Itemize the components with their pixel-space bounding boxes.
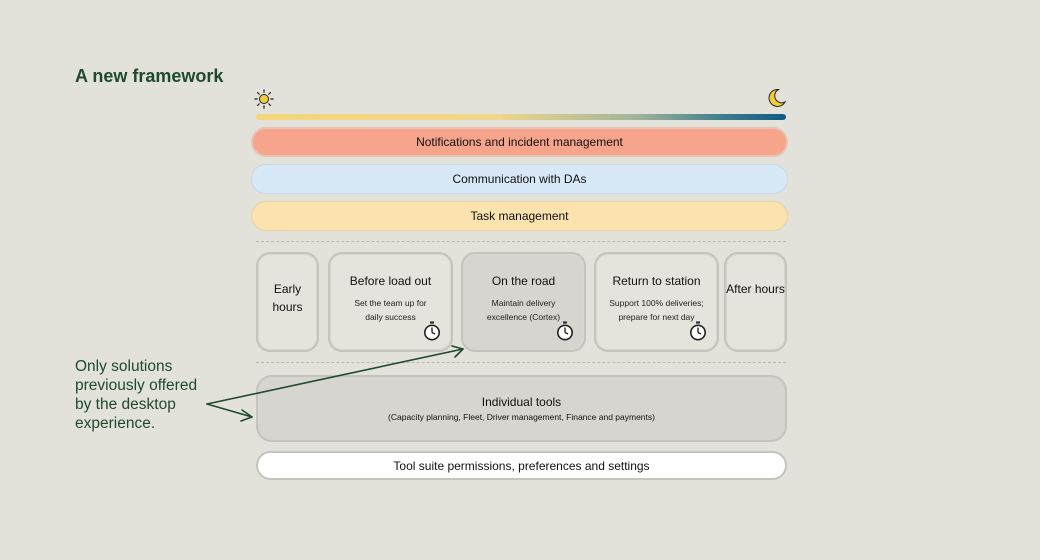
sun-icon — [254, 89, 274, 109]
phase-early-hours: Early hours — [256, 252, 319, 352]
tools-title: Individual tools — [481, 395, 562, 409]
phase-title: After hours — [726, 282, 785, 296]
task-management-band: Task management — [251, 201, 788, 231]
tools-subtitle: (Capacity planning, Fleet, Driver manage… — [388, 412, 655, 422]
phase-before-load-out: Before load out Set the team up for dail… — [328, 252, 453, 352]
annotation-text: Only solutions previously offered by the… — [75, 358, 198, 432]
phase-on-the-road: On the road Maintain delivery excellence… — [461, 252, 586, 352]
phase-after-hours: After hours — [724, 252, 787, 352]
settings-panel: Tool suite permissions, preferences and … — [256, 451, 787, 480]
phase-title: Before load out — [349, 274, 432, 288]
phase-subtitle: Support 100% deliveries; prepare for nex… — [609, 298, 704, 322]
divider-top — [256, 241, 786, 242]
notifications-band: Notifications and incident management — [251, 127, 788, 157]
communication-band: Communication with DAs — [251, 164, 788, 194]
stopwatch-icon — [690, 321, 706, 341]
divider-bottom — [256, 362, 786, 363]
phase-title: On the road — [491, 274, 556, 288]
moon-icon — [768, 88, 786, 107]
day-timeline-gradient — [256, 114, 786, 120]
stopwatch-icon — [557, 321, 573, 341]
phase-title: Early hours — [272, 282, 303, 314]
phase-subtitle: Maintain delivery excellence (Cortex) — [486, 298, 561, 322]
phase-return-to-station: Return to station Support 100% deliverie… — [594, 252, 719, 352]
individual-tools-panel: Individual tools (Capacity planning, Fle… — [256, 375, 787, 442]
page-title: A new framework — [75, 66, 224, 86]
stopwatch-icon — [424, 321, 440, 341]
phase-subtitle: Set the team up for daily success — [354, 298, 427, 322]
phase-title: Return to station — [612, 274, 701, 288]
